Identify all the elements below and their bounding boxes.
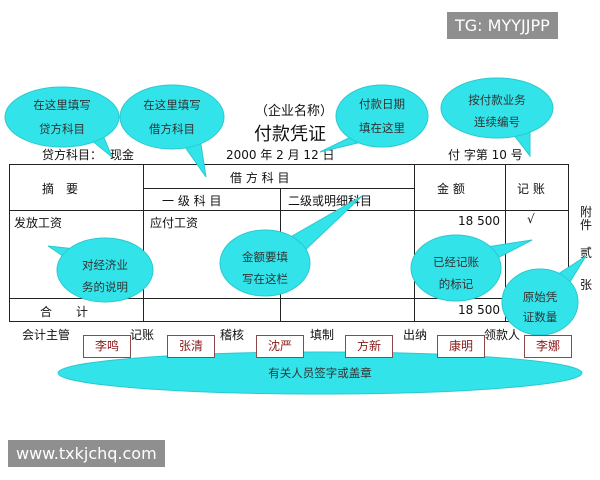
row-amount: 18 500 <box>458 214 500 228</box>
callout-sign-text: 有关人员签字或盖章 <box>268 366 372 380</box>
role-cashier: 出纳 <box>403 328 428 342</box>
company-name: （企业名称） <box>255 104 334 119</box>
signature-supervisor: 李鸣 <box>83 335 131 358</box>
callout-debit <box>119 84 225 150</box>
callout-number <box>440 77 554 139</box>
callout-date-line2: 填在这里 <box>359 121 405 135</box>
callout-attach-line1: 原始凭 <box>522 290 558 304</box>
callout-date-line1: 付款日期 <box>359 97 405 111</box>
total-amount: 18 500 <box>458 303 500 317</box>
header-debit: 借 方 科 目 <box>230 171 290 185</box>
attachments-4: 张 <box>580 278 593 292</box>
callout-summary-line2: 务的说明 <box>82 280 128 294</box>
role-supervisor: 会计主管 <box>22 328 71 342</box>
header-summary: 摘 要 <box>42 182 79 196</box>
callout-amount-line2: 写在这栏 <box>242 272 288 286</box>
header-level1: 一 级 科 目 <box>162 194 222 208</box>
header-posted: 记 账 <box>517 182 545 196</box>
voucher-number: 付 字第 10 号 <box>448 148 523 162</box>
row-level1: 应付工资 <box>150 216 199 230</box>
callout-date <box>335 84 429 148</box>
callout-credit-line2: 贷方科目 <box>39 122 85 136</box>
callout-credit-line1: 在这里填写 <box>33 98 91 112</box>
callout-summary-line1: 对经济业 <box>82 258 128 272</box>
header-amount: 金 额 <box>437 182 465 196</box>
signature-preparer: 方新 <box>345 335 393 358</box>
credit-account-label: 贷方科目： <box>42 148 103 162</box>
row-posted-check: √ <box>527 212 535 226</box>
callout-debit-line1: 在这里填写 <box>143 98 201 112</box>
role-bookkeeper: 记账 <box>130 328 155 342</box>
role-auditor: 稽核 <box>220 328 245 342</box>
watermark-top: TG: MYYJJPP <box>447 12 558 39</box>
voucher-date: 2000 年 2 月 12 日 <box>226 148 335 162</box>
role-preparer: 填制 <box>310 328 335 342</box>
attachments-1: 附 <box>580 205 593 219</box>
callout-number-line1: 按付款业务 <box>468 93 526 107</box>
attachments-2: 件 <box>580 218 593 232</box>
role-recipient: 领款人 <box>484 328 521 342</box>
signature-recipient: 李娜 <box>524 335 572 358</box>
callout-credit <box>4 86 120 148</box>
total-label: 合 计 <box>40 305 89 319</box>
watermark-bottom: www.txkjchq.com <box>8 440 165 467</box>
signature-bookkeeper: 张清 <box>167 335 215 358</box>
row-summary: 发放工资 <box>14 216 63 230</box>
voucher-title: 付款凭证 <box>254 124 326 145</box>
callout-number-line2: 连续编号 <box>474 115 520 129</box>
callout-summary <box>56 237 154 303</box>
callout-posted-line1: 已经记账 <box>433 255 479 269</box>
credit-account: 现金 <box>110 148 135 162</box>
signature-auditor: 沈严 <box>256 335 304 358</box>
callout-attach-line2: 证数量 <box>522 310 558 324</box>
callout-amount-line1: 金额要填 <box>242 250 288 264</box>
attachments-3: 贰 <box>580 246 593 260</box>
callout-amount <box>219 229 311 297</box>
callout-debit-line2: 借方科目 <box>149 122 195 136</box>
callout-posted <box>410 234 502 302</box>
callout-sign <box>57 351 583 395</box>
callout-posted-line2: 的标记 <box>438 277 474 291</box>
signature-cashier: 康明 <box>437 335 485 358</box>
